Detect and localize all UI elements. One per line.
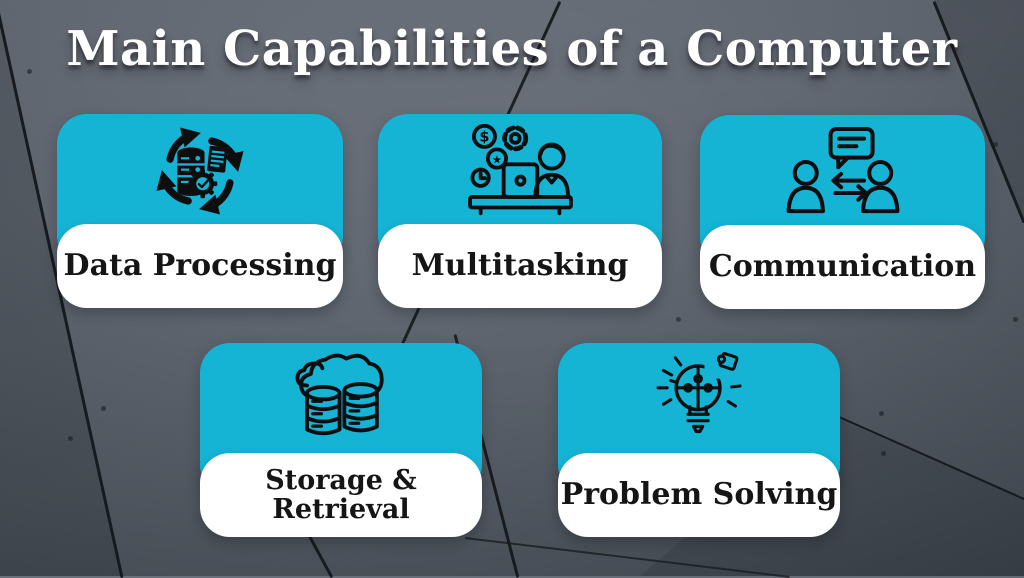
- data-processing-icon: [148, 127, 252, 220]
- card-label: Data Processing: [57, 224, 343, 308]
- svg-text:★: ★: [492, 152, 502, 166]
- capability-card-storage-retrieval: Storage & Retrieval: [200, 343, 482, 537]
- storage-retrieval-icon: [295, 353, 384, 436]
- card-label-text: Data Processing: [63, 247, 337, 283]
- capability-card-data-processing: Data Processing: [57, 114, 343, 308]
- card-label: Multitasking: [378, 224, 662, 308]
- card-label-text: Communication: [708, 248, 977, 284]
- panel-rivet: [1013, 317, 1018, 322]
- card-label-text: Problem Solving: [560, 476, 838, 512]
- panel-seam-line: [829, 412, 1024, 502]
- card-label: Problem Solving: [558, 453, 840, 537]
- svg-text:$: $: [479, 130, 489, 146]
- multitasking-icon: $ ★: [468, 123, 573, 216]
- capability-card-communication: Communication: [700, 115, 985, 309]
- capability-card-problem-solving: Problem Solving: [558, 343, 840, 537]
- panel-rivet: [881, 451, 886, 456]
- panel-rivet: [68, 436, 73, 441]
- card-label: Communication: [700, 225, 985, 309]
- page-title: Main Capabilities of a Computer: [66, 21, 958, 77]
- panel-rivet: [101, 406, 106, 411]
- panel-rivet: [27, 69, 32, 74]
- card-label-text-line1: Storage &: [265, 464, 417, 496]
- problem-solving-icon: [656, 352, 742, 434]
- panel-rivet: [993, 142, 998, 147]
- card-label-text: Multitasking: [411, 247, 629, 283]
- card-label: Storage & Retrieval: [200, 453, 482, 537]
- panel-rivet: [676, 317, 681, 322]
- communication-icon: [786, 127, 899, 214]
- capability-card-multitasking: $ ★ Multitasking: [378, 114, 662, 308]
- card-label-text-line2: Retrieval: [272, 494, 410, 525]
- panel-rivet: [879, 411, 884, 416]
